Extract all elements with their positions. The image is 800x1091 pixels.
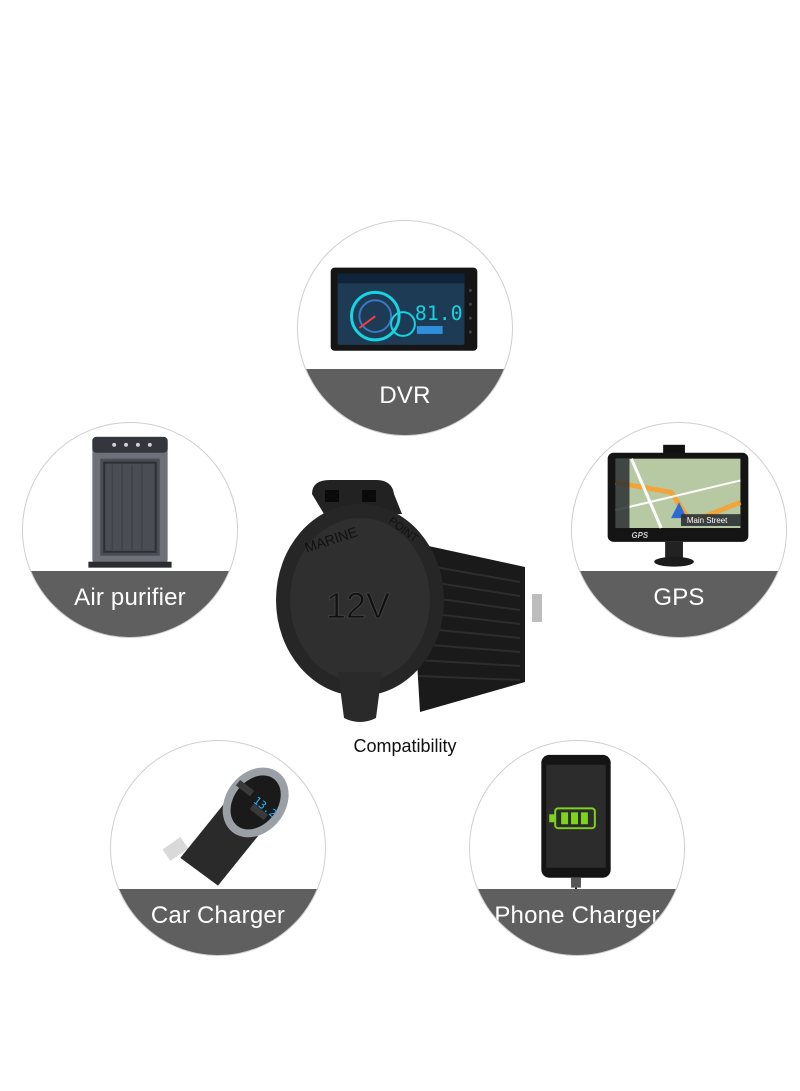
label-band: [23, 571, 237, 637]
device-card-gps: Main Street GPS GPS: [571, 422, 787, 638]
car-charger-image: 13.2: [162, 767, 289, 886]
device-card-air-purifier: Air purifier: [22, 422, 238, 638]
12v-socket-image: MARINE POINT 12V: [276, 480, 542, 722]
label-band: [111, 889, 325, 955]
label-band: [470, 889, 684, 955]
gps-image: Main Street GPS: [607, 444, 749, 567]
device-label-gps: GPS: [653, 584, 705, 611]
device-card-car-charger: 13.2 Car Charger: [110, 740, 326, 956]
device-card-phone-charger: Phone Charger: [469, 740, 685, 956]
device-label-car-charger: Car Charger: [150, 902, 286, 929]
device-label-air-purifier: Air purifier: [74, 584, 186, 611]
label-band: [572, 571, 786, 637]
socket-cap-text-main: 12V: [326, 585, 390, 626]
device-label-dvr: DVR: [379, 382, 431, 409]
dvr-image: 81.0: [330, 267, 478, 351]
air-purifier-image: [88, 436, 172, 568]
label-band: [298, 369, 512, 435]
device-label-phone-charger: Phone Charger: [494, 902, 660, 929]
phone-charger-image: [541, 754, 611, 917]
dvr-speed-text: 81.0: [415, 302, 463, 325]
device-card-dvr: 81.0 DVR: [297, 220, 513, 436]
gps-street-text: Main Street: [687, 516, 728, 525]
compatibility-caption: Compatibility: [353, 736, 457, 756]
gps-brand-text: GPS: [631, 531, 648, 540]
